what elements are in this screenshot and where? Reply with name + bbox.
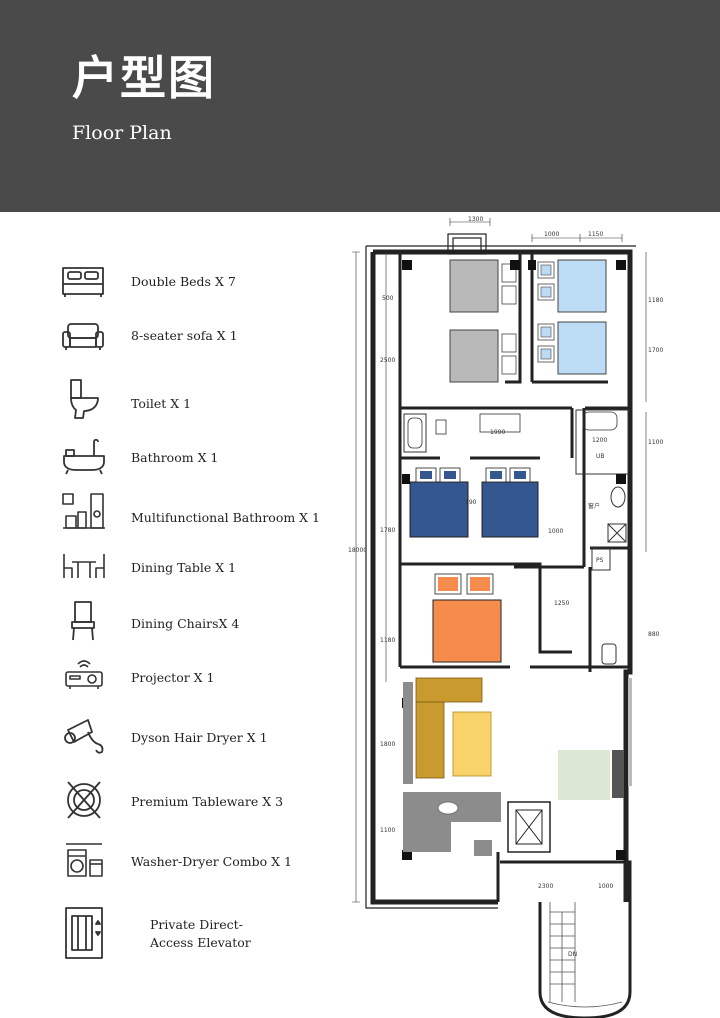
dimension-top: 1000: [544, 231, 559, 238]
elevator-icon: [58, 906, 110, 962]
dimension-mid: 1990: [490, 429, 505, 436]
amenity-tableware: Premium Tableware X 3: [0, 776, 330, 826]
double-bed-icon: [58, 258, 110, 308]
dimension-left: 1800: [380, 741, 395, 748]
dimension-left: 1100: [380, 827, 395, 834]
dimension-right: 1180: [648, 297, 663, 304]
dining-table-icon: [58, 542, 110, 592]
window-label: 窗户: [588, 502, 600, 510]
amenity-label: Premium Tableware X 3: [131, 794, 284, 809]
amenity-bathroom: Bathroom X 1: [0, 432, 330, 482]
amenity-washer-dryer: Washer-Dryer Combo X 1: [0, 836, 330, 886]
amenity-hair-dryer: Dyson Hair Dryer X 1: [0, 712, 330, 762]
dimension-top: 1300: [468, 216, 483, 223]
dimension-mid: 1250: [554, 600, 569, 607]
dimension-tub: 1200: [592, 437, 607, 444]
amenity-dining-chairs: Dining ChairsX 4: [0, 598, 330, 648]
header-banner: 户型图 Floor Plan: [0, 0, 720, 212]
amenity-label: Dyson Hair Dryer X 1: [131, 730, 268, 745]
amenity-label: Dining ChairsX 4: [131, 616, 240, 631]
amenity-label: Double Beds X 7: [131, 274, 236, 289]
amenity-label-line-2: Access Elevator: [150, 935, 251, 950]
amenity-sofa: 8-seater sofa X 1: [0, 312, 330, 362]
amenity-label: Dining Table X 1: [131, 560, 237, 575]
sofa-icon: [58, 312, 110, 362]
room-label-ub: UB: [596, 453, 605, 460]
toilet-icon: [58, 376, 110, 426]
washer-dryer-icon: [58, 836, 110, 886]
amenity-multifunctional-bathroom: Multifunctional Bathroom X 1: [0, 490, 330, 540]
dimension-left: 500: [382, 295, 394, 302]
floor-plan-drawing: DN 1300 1000 1150 500 2500 1780 1180 180…: [348, 216, 663, 1018]
page-title-chinese: 户型图: [72, 51, 216, 105]
amenity-toilet: Toilet X 1: [0, 376, 330, 426]
amenity-elevator: Private Direct- Access Elevator: [0, 906, 330, 962]
floor-plan: DN 1300 1000 1150 500 2500 1780 1180 180…: [340, 212, 720, 1018]
multifunctional-bathroom-icon: [58, 490, 110, 540]
hair-dryer-icon: [58, 712, 110, 762]
amenity-projector: Projector X 1: [0, 652, 330, 702]
dimension-top: 1150: [588, 231, 603, 238]
dimension-left: 1780: [380, 527, 395, 534]
dimension-bottom: 1000: [598, 883, 613, 890]
dimension-right: 1100: [648, 439, 663, 446]
page-title-english: Floor Plan: [72, 122, 172, 144]
dimension-bottom: 2300: [538, 883, 553, 890]
amenity-label: Toilet X 1: [131, 396, 192, 411]
amenity-label: Projector X 1: [131, 670, 215, 685]
amenity-label: Multifunctional Bathroom X 1: [131, 510, 321, 525]
dimension-right: 880: [648, 631, 660, 638]
amenity-label: Bathroom X 1: [131, 450, 219, 465]
amenity-dining-table: Dining Table X 1: [0, 542, 330, 592]
bathtub-icon: [58, 432, 110, 482]
amenity-label-line-1: Private Direct-: [150, 917, 243, 932]
projector-icon: [58, 652, 110, 702]
dining-chair-icon: [58, 598, 110, 648]
dimension-bed: 190: [465, 499, 477, 506]
amenity-label: 8-seater sofa X 1: [131, 328, 238, 343]
amenity-double-beds: Double Beds X 7: [0, 258, 330, 308]
dimension-mid: 1000: [548, 528, 563, 535]
dimension-left: 2500: [380, 357, 395, 364]
dimension-right: 1700: [648, 347, 663, 354]
stair-label: DN: [568, 951, 577, 958]
room-label-ps: PS: [596, 557, 604, 564]
dimension-total: 18000: [348, 547, 367, 554]
amenity-label: Washer-Dryer Combo X 1: [131, 854, 292, 869]
tableware-icon: [58, 776, 110, 826]
amenity-label: Private Direct- Access Elevator: [150, 916, 251, 952]
dimension-left: 1180: [380, 637, 395, 644]
